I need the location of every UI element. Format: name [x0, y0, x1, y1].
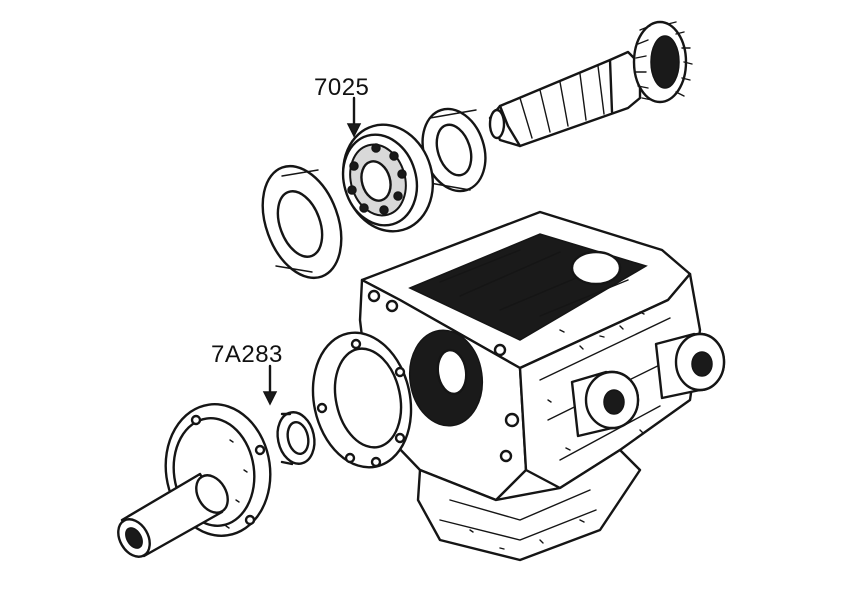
front-gasket — [311, 331, 413, 469]
transmission-case — [358, 210, 726, 562]
bearing-7025 — [341, 123, 435, 233]
bearing-part-number: 7025 — [314, 74, 370, 101]
seal-part-number: 7A283 — [211, 341, 283, 368]
bearing-pointer-arrow — [346, 96, 362, 138]
input-shaft — [488, 20, 693, 148]
seal-pointer-arrow — [262, 364, 278, 406]
bearing-retainer — [117, 403, 272, 558]
thrust-washer — [421, 107, 487, 193]
seal-7a283 — [276, 411, 316, 466]
retainer-plate — [261, 164, 343, 280]
